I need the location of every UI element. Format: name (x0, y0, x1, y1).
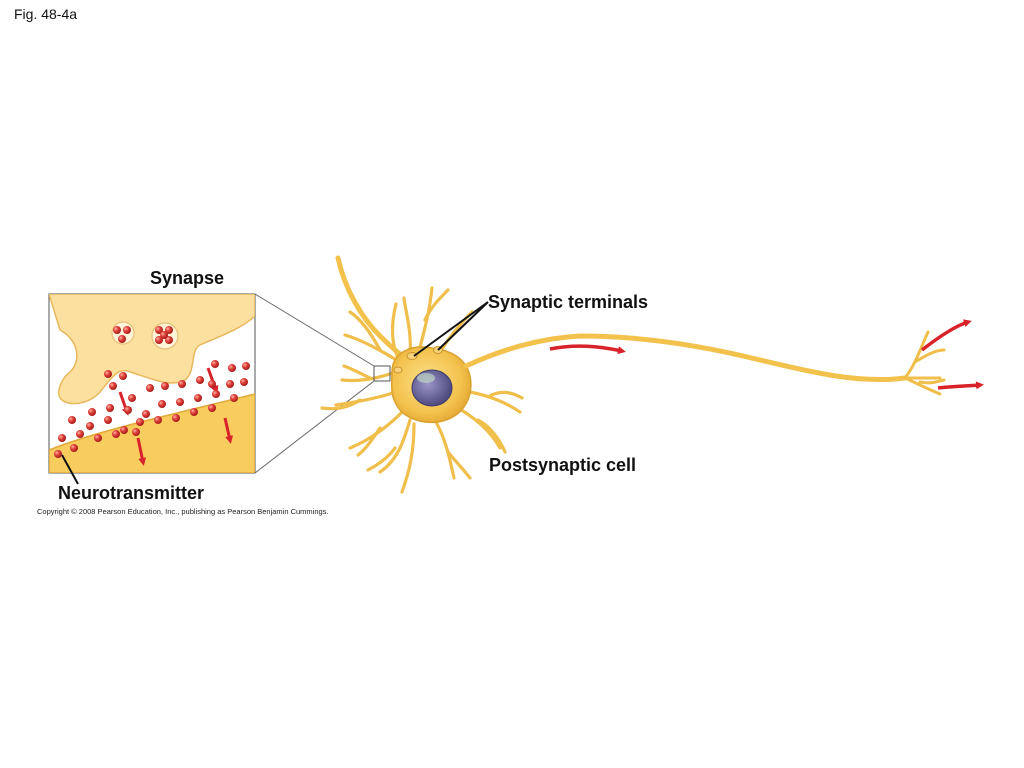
postsynaptic-cell-label: Postsynaptic cell (489, 455, 637, 475)
neurotransmitter-molecule (128, 394, 136, 402)
neurotransmitter-molecule (165, 326, 173, 334)
neurotransmitter-molecule (242, 362, 250, 370)
neurotransmitter-molecule (120, 426, 128, 434)
figure-label: Fig. 48-4a (14, 6, 78, 22)
presynaptic-terminal (49, 294, 255, 405)
neurotransmitter-molecule (158, 400, 166, 408)
neurotransmitter-molecule (194, 394, 202, 402)
leader-lines (61, 301, 489, 485)
neurotransmitter-molecule (70, 444, 78, 452)
neurotransmitter-molecule (230, 394, 238, 402)
synaptic-terminal-knobs (393, 346, 443, 374)
neurotransmitter-molecule (124, 406, 132, 414)
neurotransmitter-molecule (119, 372, 127, 380)
neurotransmitter-molecule (132, 428, 140, 436)
neurotransmitter-molecule (86, 422, 94, 430)
neurotransmitter-molecule (142, 410, 150, 418)
neurotransmitter-molecule (208, 404, 216, 412)
neurotransmitter-molecule (154, 416, 162, 424)
neurotransmitter-molecule (178, 380, 186, 388)
signal-arrows (549, 319, 984, 390)
neurotransmitter-molecule (176, 398, 184, 406)
neurotransmitter-molecule (68, 416, 76, 424)
neurotransmitter-molecule (58, 434, 66, 442)
neurotransmitter-molecule (208, 380, 216, 388)
neurotransmitter-molecule (76, 430, 84, 438)
neurotransmitter-molecule (160, 331, 168, 339)
axon-terminals (903, 330, 946, 396)
copyright-notice: Copyright © 2008 Pearson Education, Inc.… (37, 507, 329, 516)
neurotransmitter-molecule (165, 336, 173, 344)
neurotransmitter-molecule (155, 336, 163, 344)
neuron (320, 255, 946, 494)
neurotransmitter-molecule (228, 364, 236, 372)
neurotransmitter-molecule (172, 414, 180, 422)
neurotransmitter-molecule (113, 326, 121, 334)
neurotransmitter-molecule (226, 380, 234, 388)
neurotransmitter-molecule (196, 376, 204, 384)
neurotransmitter-label: Neurotransmitter (58, 483, 205, 503)
synapse-inset (48, 293, 375, 474)
neurotransmitter-molecule (190, 408, 198, 416)
neurotransmitter-molecule (240, 378, 248, 386)
synaptic-terminals-label: Synaptic terminals (488, 292, 649, 312)
neurotransmitter-molecule (88, 408, 96, 416)
axon (463, 333, 908, 383)
neurotransmitter-molecule (212, 390, 220, 398)
neurotransmitter-molecule (146, 384, 154, 392)
neurotransmitter-molecule (109, 382, 117, 390)
neurotransmitter-molecule (54, 450, 62, 458)
neurotransmitter-molecules (54, 326, 250, 458)
neurotransmitter-molecule (161, 382, 169, 390)
neurotransmitter-molecule (155, 326, 163, 334)
neurotransmitter-molecule (118, 335, 126, 343)
synapse-label: Synapse (150, 268, 225, 288)
inset-source-box (373, 365, 391, 382)
neurotransmitter-molecule (211, 360, 219, 368)
neurotransmitter-molecule (104, 416, 112, 424)
neurotransmitter-molecule (136, 418, 144, 426)
neurotransmitter-molecule (112, 430, 120, 438)
neurotransmitter-molecule (106, 404, 114, 412)
neurotransmitter-molecule (123, 326, 131, 334)
neurotransmitter-molecule (104, 370, 112, 378)
neurotransmitter-molecule (94, 434, 102, 442)
